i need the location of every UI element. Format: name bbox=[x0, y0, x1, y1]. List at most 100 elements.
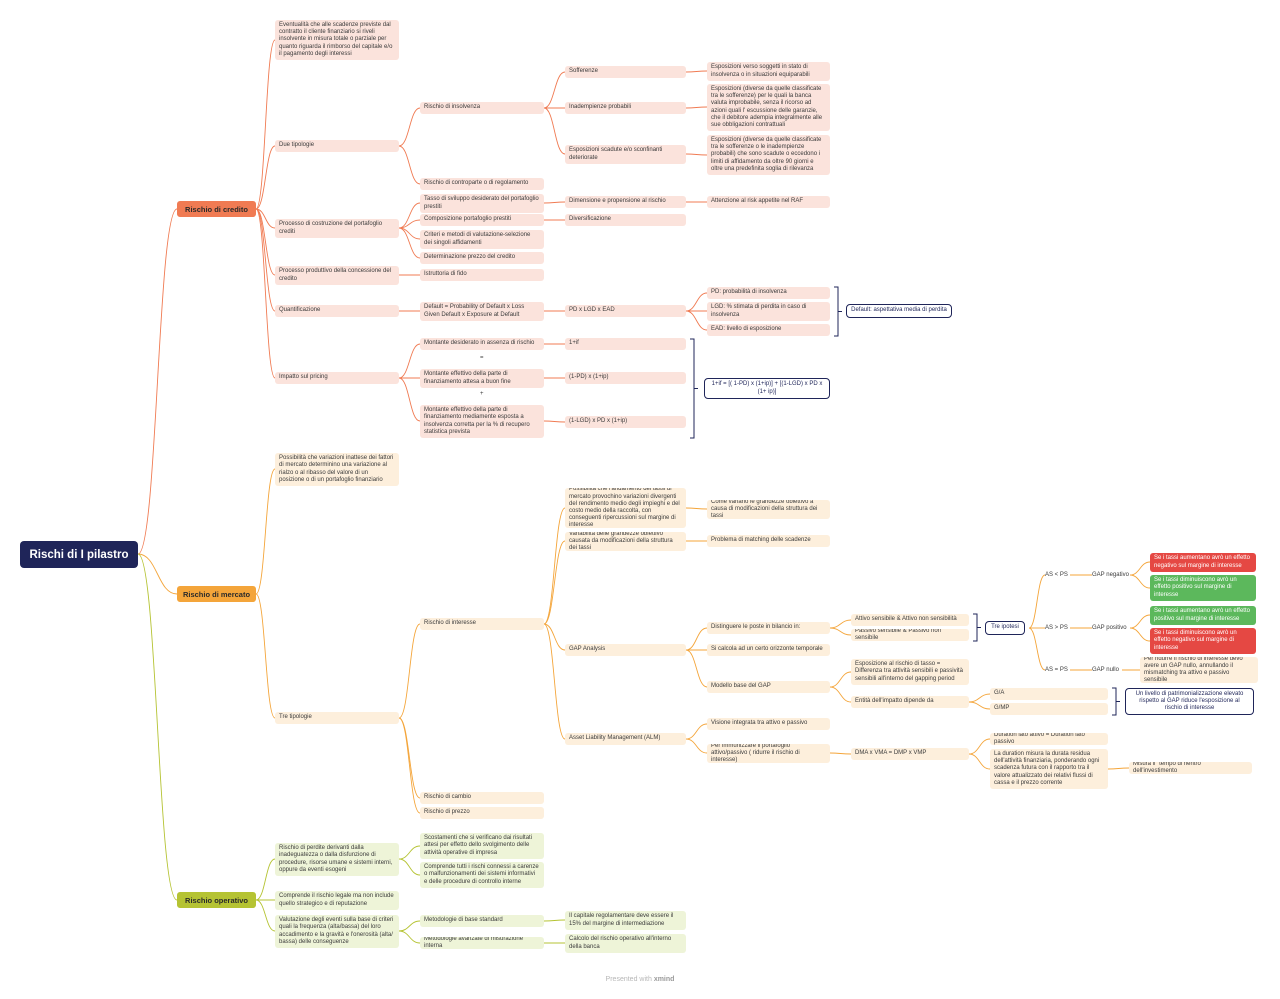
g-mp[interactable]: G/MP bbox=[990, 703, 1108, 715]
topic-rischio-operativo[interactable]: Rischio operativo bbox=[177, 892, 256, 908]
metodologie-avanzate[interactable]: Metodologie avanzate di misurazione inte… bbox=[420, 937, 544, 949]
root-topic[interactable]: Rischi di I pilastro bbox=[20, 541, 138, 568]
patrimonializzazione[interactable]: Un livello di patrimonializzazione eleva… bbox=[1125, 688, 1254, 715]
esposizione-rischio-tasso[interactable]: Esposizione al rischio di tasso = Differ… bbox=[851, 659, 969, 685]
gap-nullo-desc[interactable]: Per ridurre il rischio di interesse devo… bbox=[1140, 657, 1258, 683]
impatto-pricing[interactable]: Impatto sul pricing bbox=[275, 372, 399, 384]
formula-summary[interactable]: 1+if = [( 1-PD) x (1+ip)] + [(1-LGD) x P… bbox=[704, 378, 830, 399]
esposizioni-scadute[interactable]: Esposizioni scadute e/o sconfinanti dete… bbox=[565, 145, 686, 164]
valutazione-eventi[interactable]: Valutazione degli eventi sulla base di c… bbox=[275, 915, 399, 948]
determinazione-prezzo[interactable]: Determinazione prezzo del credito bbox=[420, 252, 544, 264]
come-variano[interactable]: Come variano le grandezze obiettivo a ca… bbox=[707, 500, 830, 519]
metodologie-base[interactable]: Metodologie di base standard bbox=[420, 915, 544, 927]
connector-line bbox=[543, 540, 566, 625]
rischio-prezzo[interactable]: Rischio di prezzo bbox=[420, 807, 544, 819]
scostamenti[interactable]: Scostamenti che si verificano dai risult… bbox=[420, 833, 544, 859]
entita-impatto[interactable]: Entità dell'impatto dipende da bbox=[851, 696, 969, 708]
tempo-rientro[interactable]: Misura il "tempo di rientro" dell'invest… bbox=[1129, 762, 1252, 774]
connector-line bbox=[398, 145, 421, 185]
gap-negativo-aumento[interactable]: Se i tassi aumentano avrò un effetto neg… bbox=[1150, 553, 1256, 572]
processo-produttivo[interactable]: Processo produttivo della concessione de… bbox=[275, 266, 399, 285]
gap-positivo-diminuzione[interactable]: Se i tassi diminuiscono avrò un effetto … bbox=[1150, 628, 1256, 654]
credito-definizione[interactable]: Eventualità che alle scadenze previste d… bbox=[275, 20, 399, 60]
mercato-tre-tipologie[interactable]: Tre tipologie bbox=[275, 712, 399, 724]
connector-line bbox=[685, 649, 708, 688]
montante-effettivo-buon-fine[interactable]: Montante effettivo della parte di finanz… bbox=[420, 369, 544, 388]
tre-ipotesi[interactable]: Tre ipotesi bbox=[985, 621, 1025, 635]
connector-line bbox=[1028, 574, 1046, 629]
rischio-interesse[interactable]: Rischio di interesse bbox=[420, 618, 544, 630]
gap-nullo: GAP nullo bbox=[1092, 667, 1119, 673]
gap-negativo-diminuzione[interactable]: Se i tassi diminuiscono avrò un effetto … bbox=[1150, 575, 1256, 601]
rischio-insolvenza[interactable]: Rischio di insolvenza bbox=[420, 102, 544, 114]
distinguere-poste[interactable]: Distinguere le poste in bilancio in: bbox=[707, 622, 830, 634]
dimensione-rischio[interactable]: Dimensione e propensione al rischio bbox=[565, 196, 686, 208]
footer-prefix: Presented with bbox=[605, 976, 652, 983]
gap-analysis[interactable]: GAP Analysis bbox=[565, 644, 686, 656]
formula-default[interactable]: Default = Probability of Default x Loss … bbox=[420, 302, 544, 321]
connector-line bbox=[543, 623, 566, 651]
topic-rischio-credito[interactable]: Rischio di credito bbox=[177, 201, 256, 217]
as-eq-ps: AS = PS bbox=[1045, 667, 1068, 673]
orizzonte-temporale[interactable]: Si calcola ad un certo orizzonte tempora… bbox=[707, 644, 830, 656]
tasso-sviluppo[interactable]: Tasso di sviluppo desiderato del portafo… bbox=[420, 194, 544, 213]
connector-line bbox=[1028, 627, 1046, 671]
default-summary[interactable]: Default: aspettativa media di perdita bbox=[846, 304, 952, 318]
istruttoria-fido[interactable]: Istruttoria di fido bbox=[420, 269, 544, 281]
connector-line bbox=[543, 623, 566, 740]
comprende-rischi[interactable]: Comprende tutti i rischi connessi a care… bbox=[420, 862, 544, 888]
montante-desiderato[interactable]: Montante desiderato in assenza di rischi… bbox=[420, 338, 544, 350]
attivo-sensibile[interactable]: Attivo sensibile & Attivo non sensibilit… bbox=[851, 614, 969, 626]
summary-bracket bbox=[690, 338, 698, 439]
modello-base-gap[interactable]: Modello base del GAP bbox=[707, 681, 830, 693]
esposizioni-scadute-desc[interactable]: Esposizioni (diverse da quelle classific… bbox=[707, 135, 830, 175]
gap-positivo-aumento[interactable]: Se i tassi aumentano avrò un effetto pos… bbox=[1150, 606, 1256, 625]
formula-1-pd[interactable]: (1-PD) x (1+ip) bbox=[565, 372, 686, 384]
topic-rischio-mercato[interactable]: Rischio di mercato bbox=[177, 586, 256, 602]
connector-line bbox=[829, 671, 852, 688]
rischio-controparte[interactable]: Rischio di controparte o di regolamento bbox=[420, 178, 544, 190]
connector-line bbox=[398, 717, 421, 799]
immunizzare-portafoglio[interactable]: Per immunizzare il portafoglio attivo/pa… bbox=[707, 744, 830, 763]
operativo-definizione[interactable]: Rischio di perdite derivanti dalla inade… bbox=[275, 843, 399, 876]
capitale-regolamentare[interactable]: Il capitale regolamentare deve essere il… bbox=[565, 911, 686, 930]
processo-costruzione[interactable]: Processo di costruzione del portafoglio … bbox=[275, 219, 399, 238]
mercato-definizione[interactable]: Possibilità che variazioni inattese dei … bbox=[275, 453, 399, 486]
passivo-sensibile[interactable]: Passivo sensibile & Passivo non sensibil… bbox=[851, 629, 969, 641]
calcolo-rischio-operativo[interactable]: Calcolo del rischio operativo all'intern… bbox=[565, 934, 686, 953]
ead-definizione[interactable]: EAD: livello di esposizione bbox=[707, 324, 830, 336]
sofferenze-desc[interactable]: Esposizioni verso soggetti in stato di i… bbox=[707, 62, 830, 81]
inadempienze-probabili[interactable]: Inadempienze probabili bbox=[565, 102, 686, 114]
formula-1-lgd[interactable]: (1-LGD) x PD x (1+ip) bbox=[565, 416, 686, 428]
risk-appetite[interactable]: Attenzione al risk appetite nel RAF bbox=[707, 196, 830, 208]
as-lt-ps: AS < PS bbox=[1045, 572, 1068, 578]
problema-matching[interactable]: Problema di matching delle scadenze bbox=[707, 535, 830, 547]
connector-line bbox=[829, 619, 852, 629]
credito-due-tipologie[interactable]: Due tipologie bbox=[275, 140, 399, 152]
montante-effettivo-insolvenza[interactable]: Montante effettivo della parte di finanz… bbox=[420, 405, 544, 438]
inadempienze-desc[interactable]: Esposizioni (diverse da quelle classific… bbox=[707, 84, 830, 131]
dma-vma[interactable]: DMA x VMA = DMP x VMP bbox=[851, 748, 969, 760]
footer: Presented with xmind bbox=[0, 976, 1280, 983]
sofferenze[interactable]: Sofferenze bbox=[565, 66, 686, 78]
variabilita-grandezze[interactable]: Variabilità delle grandezze obiettivo ca… bbox=[565, 532, 686, 551]
duration-uguale[interactable]: Duration lato attivo = Duration lato pas… bbox=[990, 733, 1108, 745]
rischio-legale[interactable]: Comprende il rischio legale ma non inclu… bbox=[275, 891, 399, 910]
rischio-cambio[interactable]: Rischio di cambio bbox=[420, 792, 544, 804]
formula-1-if[interactable]: 1+if bbox=[565, 338, 686, 350]
alm[interactable]: Asset Liability Management (ALM) bbox=[565, 733, 686, 745]
interesse-definizione[interactable]: Possibilità che l'andamento dei tassi di… bbox=[565, 488, 686, 528]
connector-line bbox=[137, 208, 178, 555]
duration-desc[interactable]: La duration misura la durata residua del… bbox=[990, 749, 1108, 789]
diversificazione[interactable]: Diversificazione bbox=[565, 214, 686, 226]
criteri-valutazione[interactable]: Criteri e metodi di valutazione-selezion… bbox=[420, 230, 544, 249]
quantificazione[interactable]: Quantificazione bbox=[275, 305, 399, 317]
pd-definizione[interactable]: PD: probabilità di insolvenza bbox=[707, 287, 830, 299]
lgd-definizione[interactable]: LGD: % stimata di perdita in caso di ins… bbox=[707, 302, 830, 321]
pd-lgd-ead[interactable]: PD x LGD x EAD bbox=[565, 305, 686, 317]
connector-line bbox=[1107, 767, 1130, 770]
g-a[interactable]: G/A bbox=[990, 688, 1108, 700]
connector-line bbox=[398, 227, 421, 259]
visione-integrata[interactable]: Visione integrata tra attivo e passivo bbox=[707, 718, 830, 730]
composizione-portafoglio[interactable]: Composizione portafoglio prestiti bbox=[420, 214, 544, 226]
